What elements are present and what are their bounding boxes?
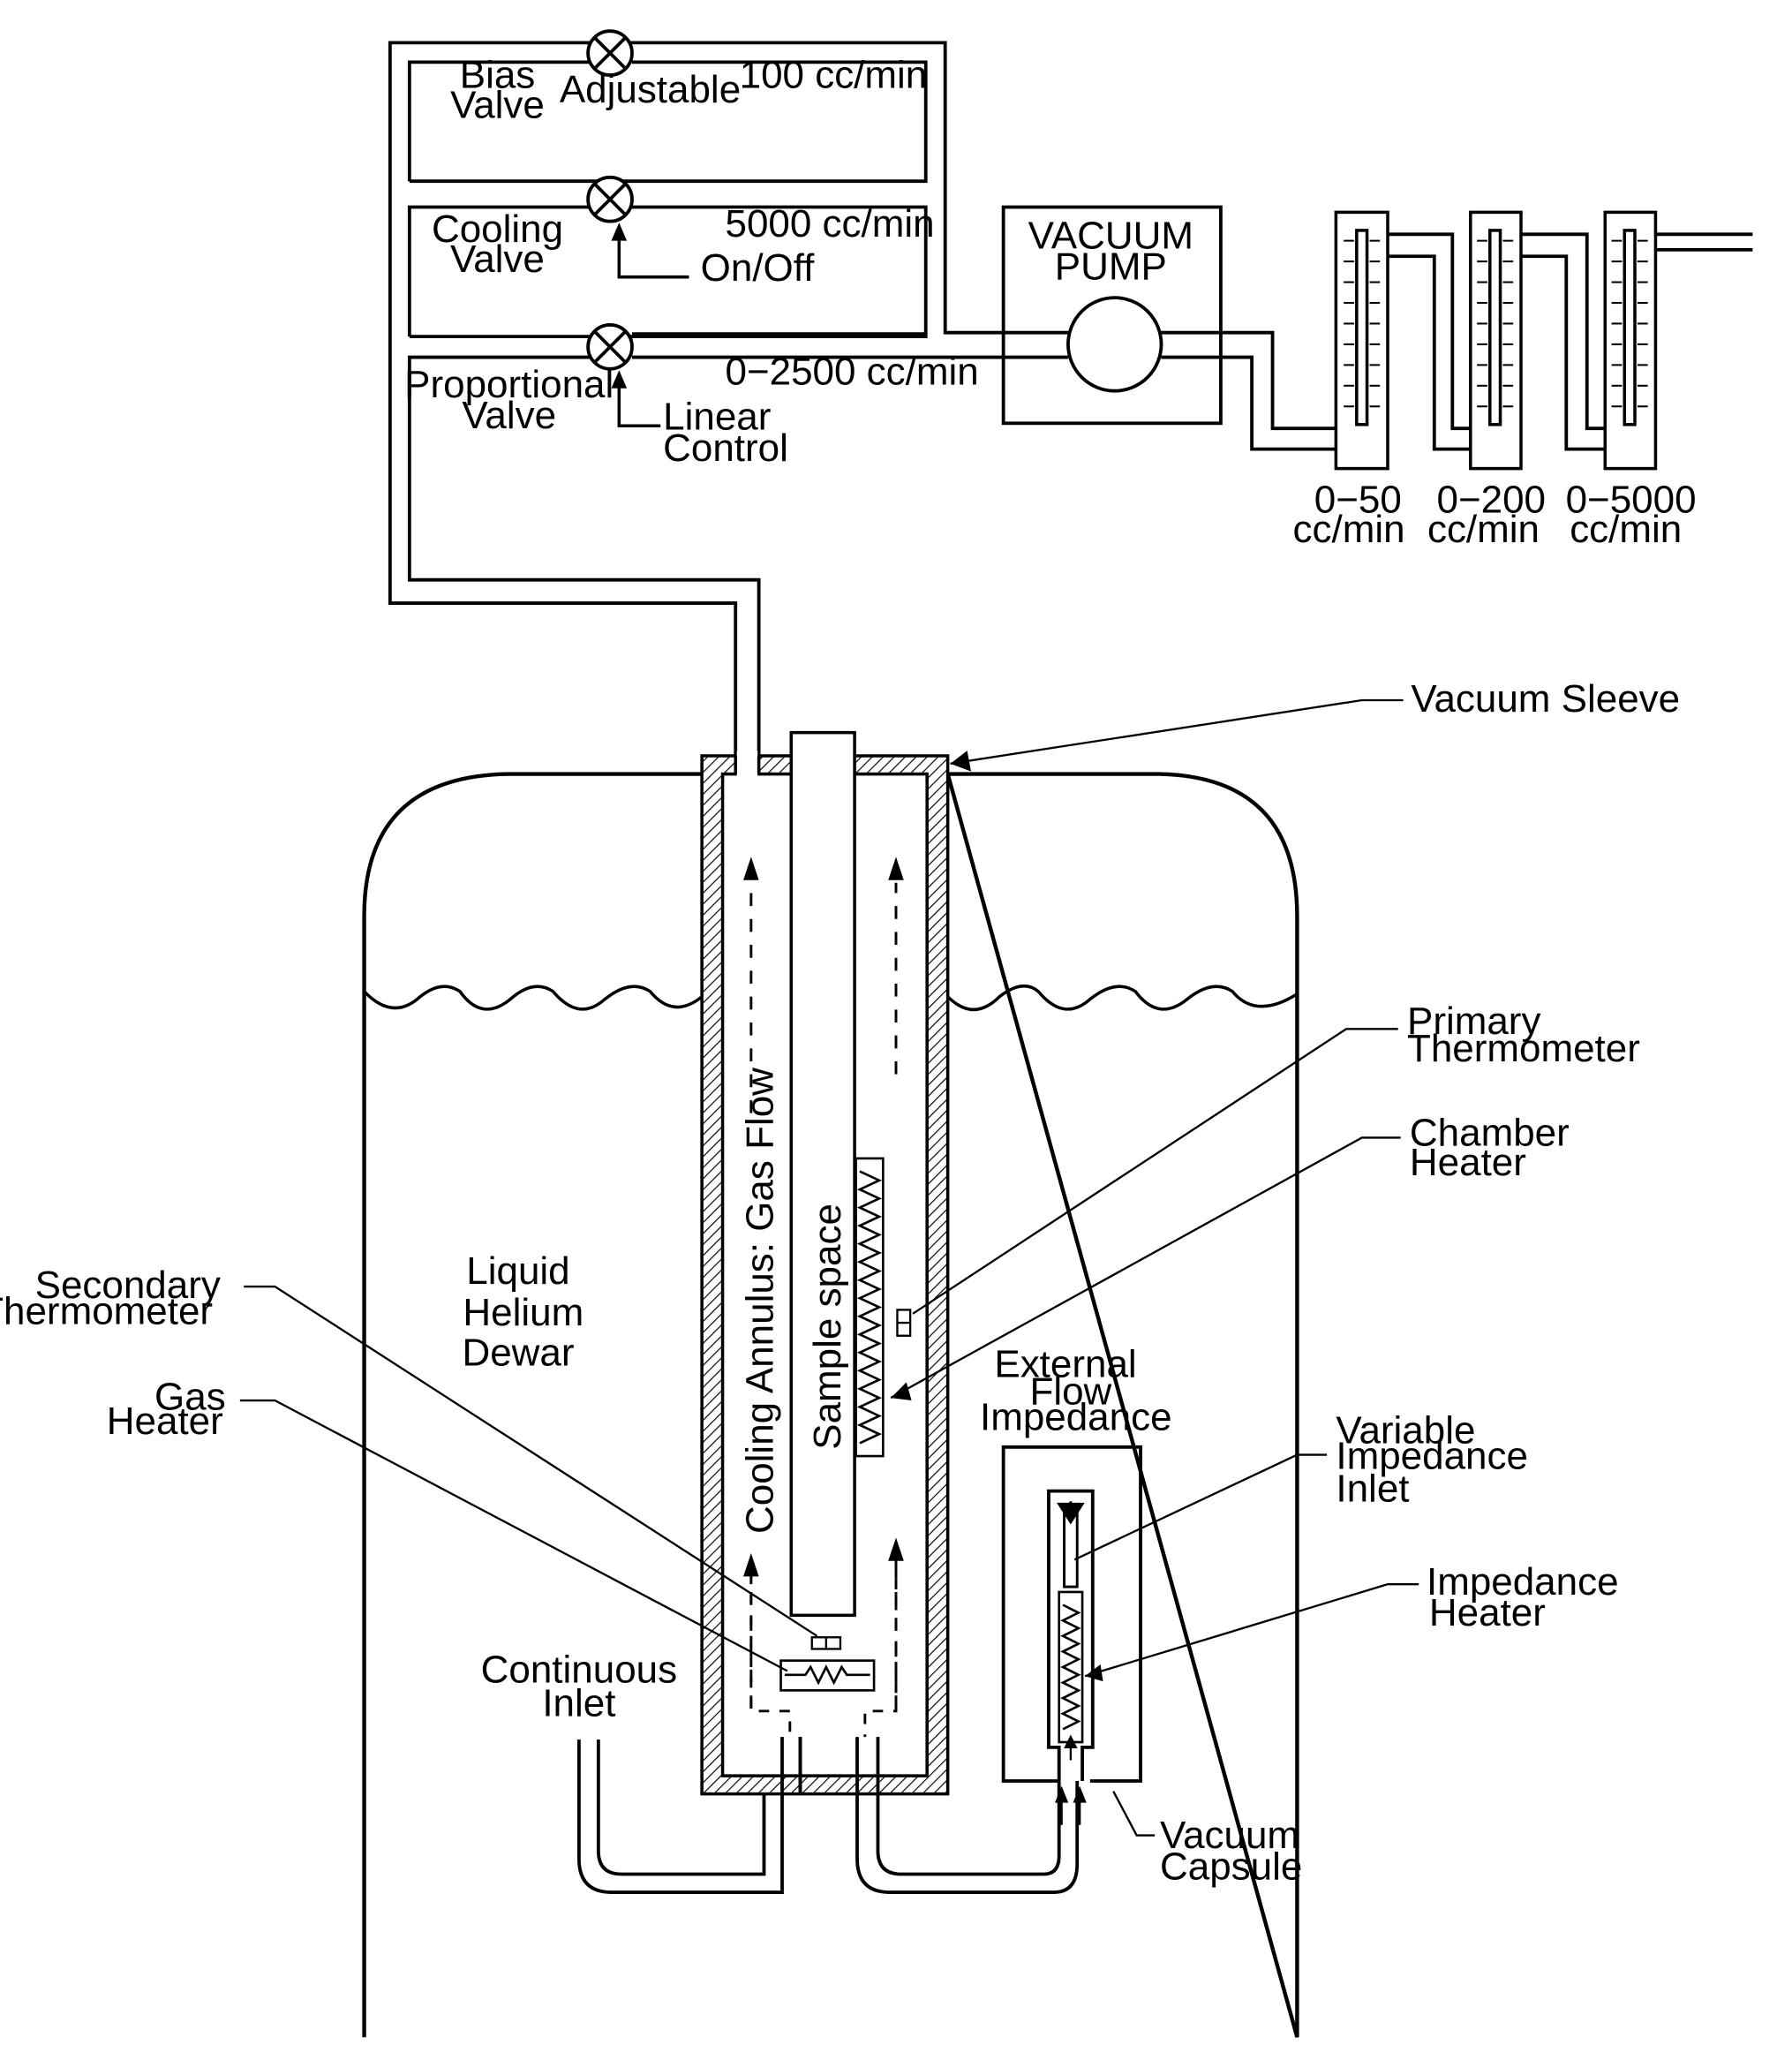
dewar-label: Liquid xyxy=(466,1249,569,1293)
primary-thermometer-icon xyxy=(896,1309,912,1337)
flowmeter-0-50 xyxy=(1334,210,1389,471)
primary-thermometer-label: Primary xyxy=(1407,1000,1540,1043)
cooling-valve-label: Cooling xyxy=(432,208,563,251)
cooling-annulus-label: Cooling Annulus: Gas Flow xyxy=(739,1068,782,1534)
vacuum-pump-label-2: PUMP xyxy=(1055,245,1167,289)
vacuum-sleeve-label: Vacuum Sleeve xyxy=(1411,677,1680,721)
proportional-valve-icon xyxy=(586,323,634,371)
secondary-thermometer-icon xyxy=(810,1636,842,1650)
chamber-heater-label-2: Heater xyxy=(1410,1141,1526,1184)
gas-heater-icon xyxy=(779,1659,876,1692)
vacuum-capsule xyxy=(1001,1445,1142,1783)
primary-thermometer-label-2: Thermometer xyxy=(1407,1027,1640,1070)
flowmeter-0-5000 xyxy=(1603,210,1658,471)
impedance-needle xyxy=(1057,1501,1085,1588)
bias-valve-flow: 100 cc/min xyxy=(740,54,928,97)
proportional-valve-control: Linear xyxy=(663,396,771,439)
flowmeter-1-unit: cc/min xyxy=(1293,508,1405,551)
external-impedance-label-3: Impedance xyxy=(980,1396,1172,1439)
proportional-valve-flow: 0−2500 cc/min xyxy=(726,350,979,393)
liquid-helium-surface xyxy=(363,985,704,1011)
external-impedance-label: External xyxy=(994,1343,1136,1386)
vacuum-capsule-label-2: Capsule xyxy=(1160,1845,1302,1888)
flowmeter-3-unit: cc/min xyxy=(1570,508,1682,551)
bias-valve-icon xyxy=(586,29,634,77)
variable-inlet-label-2: Impedance xyxy=(1336,1435,1528,1478)
bias-valve-label: Bias xyxy=(460,54,536,97)
bias-valve-label-2: Valve xyxy=(450,83,545,126)
continuous-inlet-tubes xyxy=(576,1737,802,1894)
actuator-arrowhead-proportional xyxy=(611,370,628,389)
capsule-inflow-arrows xyxy=(1055,1734,1087,1825)
actuator-arrowhead-cooling xyxy=(611,223,628,241)
cooling-valve-icon xyxy=(586,175,634,223)
continuous-inlet-label-2: Inlet xyxy=(542,1682,615,1725)
flowmeter-3-range: 0−5000 xyxy=(1566,478,1697,521)
flowmeter-2-unit: cc/min xyxy=(1427,508,1540,551)
sample-space-label: Sample space xyxy=(806,1204,849,1450)
bias-valve-control: Adjustable xyxy=(560,68,741,111)
vacuum-pump-label: VACUUM xyxy=(1028,214,1193,257)
sample-tube xyxy=(789,730,856,1618)
impedance-heater-label: Impedance xyxy=(1427,1560,1619,1604)
vacuum-capsule-label: Vacuum xyxy=(1160,1814,1299,1857)
annulus-inlet-flow xyxy=(749,1558,898,1738)
helium-dewar xyxy=(362,772,1299,2038)
variable-inlet-label-3: Inlet xyxy=(1336,1467,1409,1510)
proportional-valve-label-2: Valve xyxy=(462,394,556,437)
cooling-valve-control: On/Off xyxy=(701,246,815,290)
dewar-label-3: Dewar xyxy=(462,1331,574,1374)
gas-manifold xyxy=(388,41,1068,763)
chamber-heater-icon xyxy=(855,1157,885,1458)
chamber-heater-arrowhead xyxy=(891,1382,912,1401)
proportional-valve-control-2: Control xyxy=(663,426,788,470)
vacuum-sleeve xyxy=(700,754,950,1796)
sleeve-pump-port xyxy=(736,751,758,777)
cooling-valve-flow: 5000 cc/min xyxy=(726,202,935,245)
impedance-heater-label-2: Heater xyxy=(1429,1591,1546,1634)
valve-actuator-arrows xyxy=(617,227,689,428)
liquid-helium-surface-right xyxy=(946,985,1299,1011)
flowmeter-2-range: 0−200 xyxy=(1437,478,1547,521)
leader-lines xyxy=(239,698,1419,1837)
secondary-thermometer-label-2: Thermometer xyxy=(0,1290,213,1333)
gas-flow-arrowheads xyxy=(743,856,904,1577)
vacuum-pump xyxy=(1001,205,1223,426)
external-impedance-label-2: Flow xyxy=(1029,1370,1111,1413)
cooling-valve-label-2: Valve xyxy=(450,238,545,281)
flowmeter-0-200 xyxy=(1469,210,1523,471)
proportional-valve-label: Proportional xyxy=(404,363,614,406)
continuous-inlet-label: Continuous xyxy=(481,1649,677,1692)
secondary-thermometer-label: Secondary xyxy=(35,1264,221,1307)
flowmeter-1-range: 0−50 xyxy=(1314,478,1402,521)
vacuum-sleeve-arrowhead xyxy=(950,751,972,772)
variable-inlet-label: Variable xyxy=(1336,1408,1475,1452)
chamber-heater-label: Chamber xyxy=(1410,1111,1570,1154)
impedance-heater-arrowhead xyxy=(1085,1664,1103,1682)
gas-heater-label: Gas xyxy=(154,1375,226,1418)
dewar-label-2: Helium xyxy=(463,1291,584,1334)
flowmeter-piping xyxy=(1161,232,1753,451)
impedance-return-tubes xyxy=(855,1737,1080,1894)
gas-heater-label-2: Heater xyxy=(107,1400,223,1443)
impedance-heater-icon xyxy=(1058,1590,1084,1744)
